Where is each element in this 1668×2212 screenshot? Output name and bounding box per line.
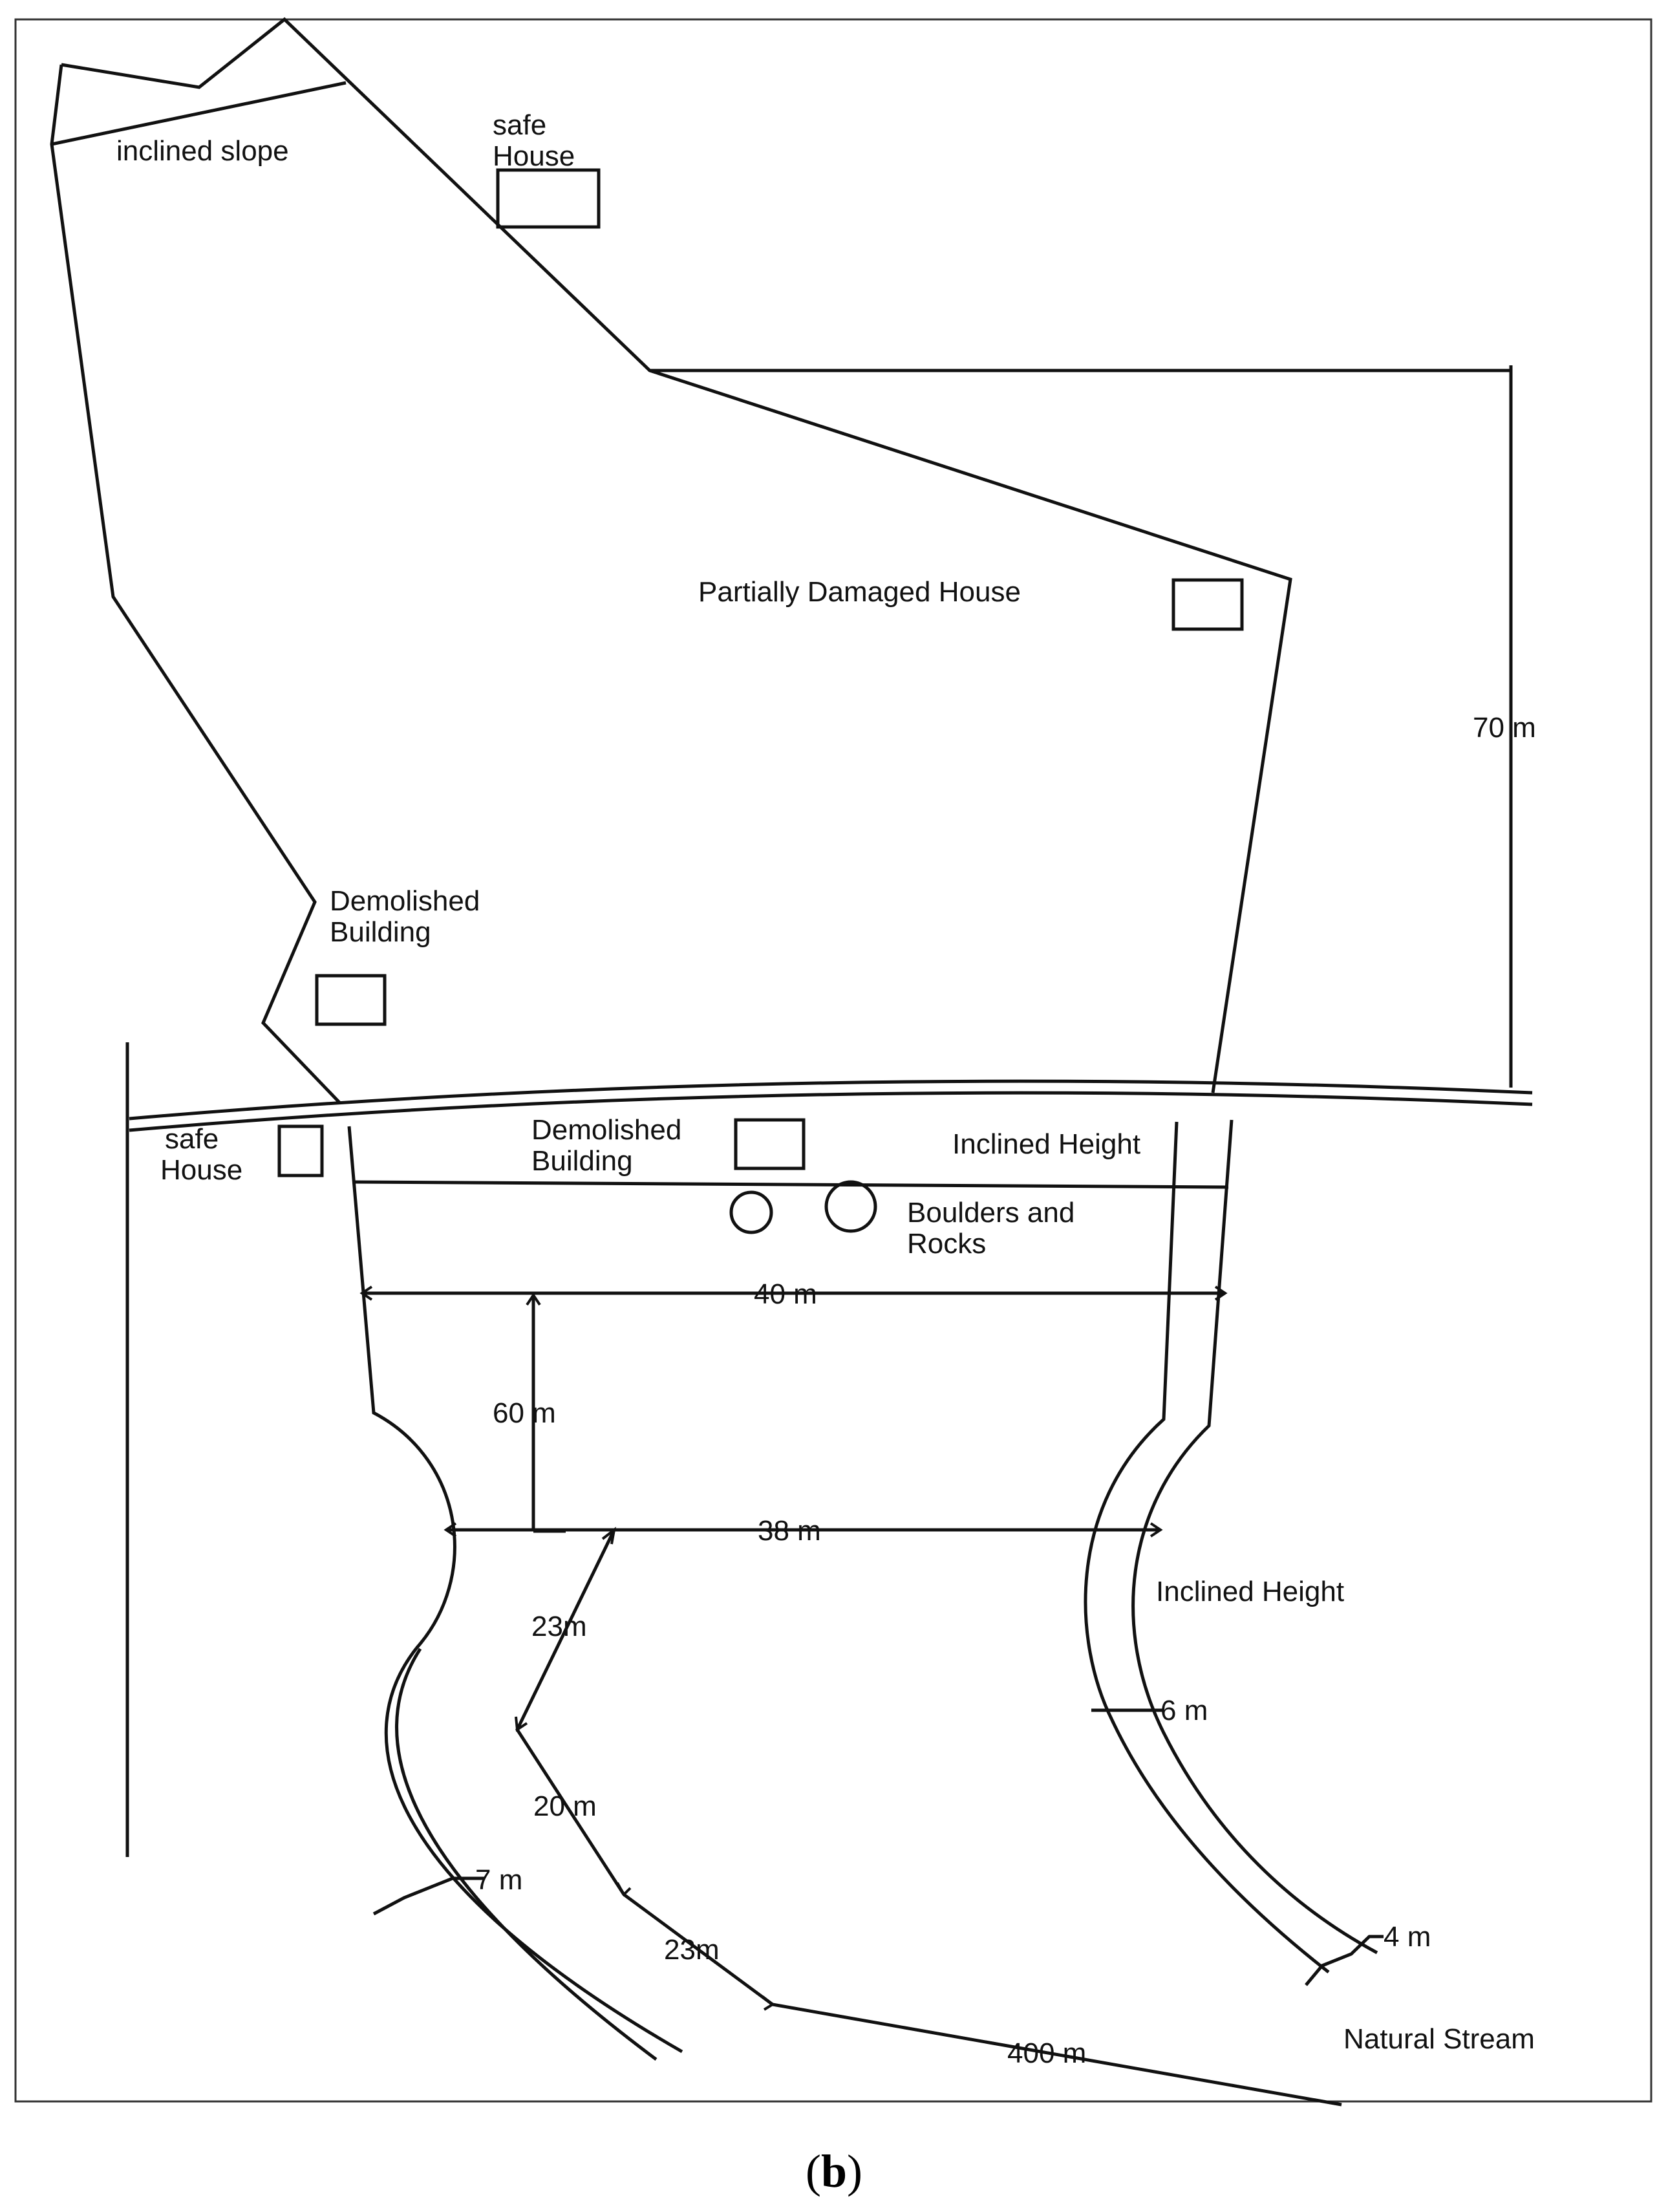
label-38m: 38 m (758, 1515, 821, 1547)
label-6m: 6 m (1160, 1695, 1208, 1726)
partially-damaged-house-box (1171, 578, 1244, 631)
safe-house-top-box (496, 168, 601, 229)
road-lower-edge (129, 1091, 1533, 1132)
demolished-building-lower-box (734, 1118, 806, 1170)
label-safe-house-lower-1: safe (165, 1123, 219, 1155)
label-demolished-building-upper-2: Building (330, 916, 431, 948)
label-40m: 40 m (754, 1278, 817, 1310)
label-400m: 400 m (1007, 2037, 1086, 2069)
caption-letter: b (821, 2145, 847, 2197)
label-safe-house-lower-2: House (160, 1154, 242, 1186)
label-partially-damaged-house: Partially Damaged House (698, 576, 1021, 608)
demolished-building-upper-box (315, 974, 387, 1026)
arrowhead-38m-right (1149, 1522, 1163, 1538)
arrowhead-20m-end (616, 1882, 632, 1897)
arrowhead-60m-top (526, 1293, 541, 1306)
caption-close-paren: ) (847, 2145, 862, 2197)
arrowhead-40m-left (359, 1285, 373, 1301)
label-safe-house-top-2: House (493, 140, 575, 172)
label-demolished-building-upper-1: Demolished (330, 885, 480, 917)
label-4m: 4 m (1384, 1921, 1431, 1953)
label-inclined-height-top: Inclined Height (952, 1128, 1140, 1160)
figure-frame (14, 18, 1652, 2103)
slope-left-outline (50, 64, 341, 1104)
valley-left-bank-inner (395, 1648, 658, 2061)
label-demolished-building-lower-1: Demolished (531, 1114, 681, 1146)
arrowhead-40m-right (1214, 1285, 1228, 1301)
label-safe-house-top-1: safe (493, 109, 546, 141)
label-boulders-2: Rocks (907, 1228, 986, 1260)
arrowhead-23m-b-end (762, 1995, 775, 2011)
label-23m-a: 23m (531, 1611, 587, 1642)
valley-right-bank-inner (1131, 1119, 1378, 1955)
road-upper-edge (129, 1079, 1533, 1121)
arrowhead-38m-left (444, 1522, 457, 1538)
label-7m: 7 m (475, 1864, 522, 1896)
dimension-line-7m (372, 1876, 485, 1916)
valley-right-bank-outer (1084, 1121, 1330, 1973)
dimension-line-4m (1305, 1935, 1384, 1986)
safe-house-lower-box (277, 1124, 324, 1177)
label-60m: 60 m (493, 1397, 556, 1429)
figure-caption: (b) (806, 2145, 862, 2197)
label-20m: 20 m (533, 1790, 597, 1822)
boulder-large (824, 1180, 877, 1233)
inclined-slope-line (51, 81, 347, 146)
boulder-small (729, 1190, 773, 1234)
label-inclined-slope: inclined slope (116, 135, 289, 167)
arrowhead-23m-a (601, 1527, 616, 1545)
caption-open-paren: ( (806, 2145, 821, 2197)
label-inclined-height-mid: Inclined Height (1156, 1576, 1344, 1607)
label-23m-b: 23m (664, 1934, 720, 1966)
inclined-height-line (352, 1180, 1229, 1189)
valley-left-bank (347, 1126, 683, 2054)
label-natural-stream: Natural Stream (1343, 2023, 1535, 2055)
label-boulders-1: Boulders and (907, 1197, 1075, 1229)
label-70m: 70 m (1473, 712, 1536, 744)
arrowhead-23m-a-end (515, 1716, 528, 1732)
slope-outline (61, 17, 1292, 1093)
label-demolished-building-lower-2: Building (531, 1145, 633, 1177)
